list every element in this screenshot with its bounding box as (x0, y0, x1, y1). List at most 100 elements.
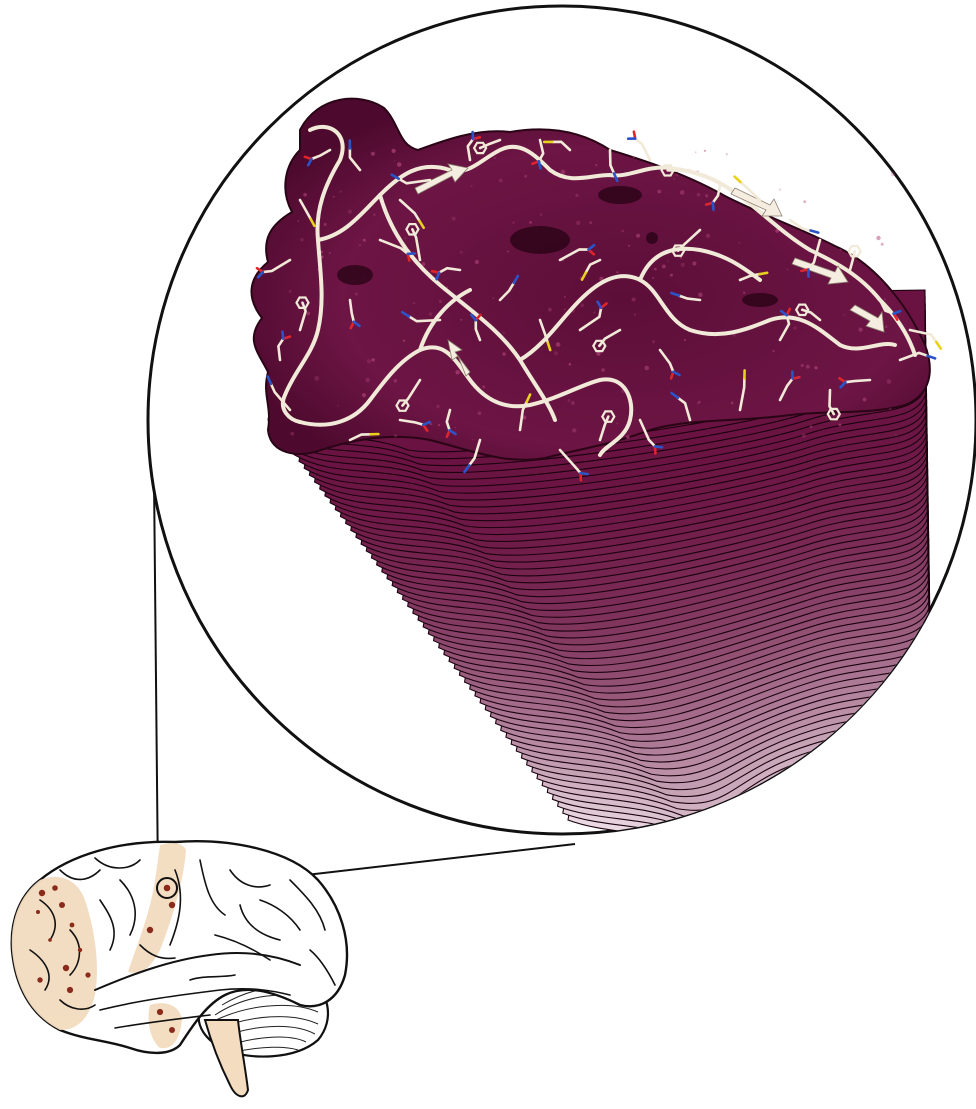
texture-speck (793, 326, 796, 329)
texture-speck (881, 243, 884, 246)
texture-speck (392, 149, 396, 153)
texture-speck (773, 350, 775, 352)
texture-speck (652, 277, 654, 279)
texture-speck (692, 262, 696, 266)
texture-speck (787, 269, 789, 271)
texture-speck (348, 210, 352, 214)
texture-speck (616, 271, 618, 273)
texture-speck (438, 424, 440, 426)
texture-speck (569, 363, 572, 366)
texture-speck (636, 234, 640, 238)
texture-speck (540, 213, 543, 216)
texture-speck (697, 193, 701, 197)
texture-speck (303, 193, 307, 197)
plaque-dot (169, 1027, 175, 1033)
brain-illustration (12, 841, 347, 1096)
texture-speck (529, 221, 532, 224)
texture-speck (681, 263, 685, 267)
texture-speck (814, 366, 817, 369)
texture-speck (478, 411, 482, 415)
texture-speck (802, 434, 806, 438)
texture-speck (589, 221, 592, 224)
texture-speck (455, 370, 459, 374)
texture-speck (512, 222, 514, 224)
texture-speck (452, 217, 456, 221)
texture-speck (455, 427, 457, 429)
texture-speck (436, 405, 439, 408)
texture-speck (502, 352, 505, 355)
texture-speck (706, 234, 710, 238)
texture-speck (333, 196, 335, 198)
texture-speck (394, 434, 397, 437)
texture-speck (595, 164, 597, 166)
texture-speck (645, 366, 650, 371)
texture-speck (564, 296, 566, 298)
texture-speck (507, 251, 509, 253)
plaque-dot (78, 948, 82, 952)
texture-speck (394, 160, 396, 162)
texture-speck (475, 260, 479, 264)
texture-speck (739, 242, 741, 244)
plaque-dot (67, 987, 73, 993)
plaque-dot (164, 885, 171, 892)
plaque-dot (48, 938, 52, 942)
texture-speck (626, 435, 630, 439)
plaque-dot (157, 1009, 163, 1015)
texture-speck (859, 328, 863, 332)
texture-speck (806, 365, 810, 369)
texture-speck (654, 268, 657, 271)
texture-speck (567, 399, 570, 402)
texture-speck (684, 339, 686, 341)
texture-speck (548, 308, 552, 312)
texture-speck (670, 274, 673, 277)
texture-speck (576, 221, 580, 225)
texture-speck (803, 200, 806, 203)
texture-speck (839, 424, 842, 427)
texture-speck (359, 244, 361, 246)
texture-speck (733, 334, 735, 336)
texture-speck (628, 245, 630, 247)
texture-speck (394, 379, 397, 382)
texture-speck (367, 359, 371, 363)
texture-speck (667, 261, 669, 263)
plaque-dot (169, 902, 175, 908)
texture-speck (697, 402, 699, 404)
texture-speck (596, 352, 600, 356)
texture-speck (324, 223, 327, 226)
texture-speck (413, 302, 416, 305)
texture-speck (895, 434, 897, 436)
texture-speck (884, 298, 886, 300)
texture-speck (371, 152, 375, 156)
plaque-dot (59, 902, 65, 908)
texture-speck (572, 428, 576, 432)
texture-speck (291, 432, 295, 436)
texture-speck (652, 340, 655, 343)
texture-speck (355, 293, 358, 296)
texture-speck (482, 385, 485, 388)
plaque-dot (36, 910, 40, 914)
texture-speck (371, 358, 374, 361)
texture-speck (885, 325, 888, 328)
texture-speck (503, 332, 505, 334)
texture-speck (633, 156, 636, 159)
texture-speck (840, 249, 842, 251)
texture-speck (405, 237, 407, 239)
texture-speck (593, 312, 595, 314)
texture-speck (580, 303, 584, 307)
texture-speck (373, 213, 376, 216)
plaque-dot (39, 890, 45, 896)
texture-speck (887, 379, 892, 384)
texture-speck (524, 175, 527, 178)
texture-speck (363, 239, 366, 242)
texture-speck (704, 150, 706, 152)
plaque-dot (37, 977, 42, 982)
texture-speck (314, 376, 319, 381)
plaque-dot (85, 972, 90, 977)
texture-speck (571, 401, 574, 404)
texture-speck (632, 298, 636, 302)
texture-speck (556, 342, 561, 347)
texture-speck (889, 408, 891, 410)
side-chain (668, 170, 690, 171)
